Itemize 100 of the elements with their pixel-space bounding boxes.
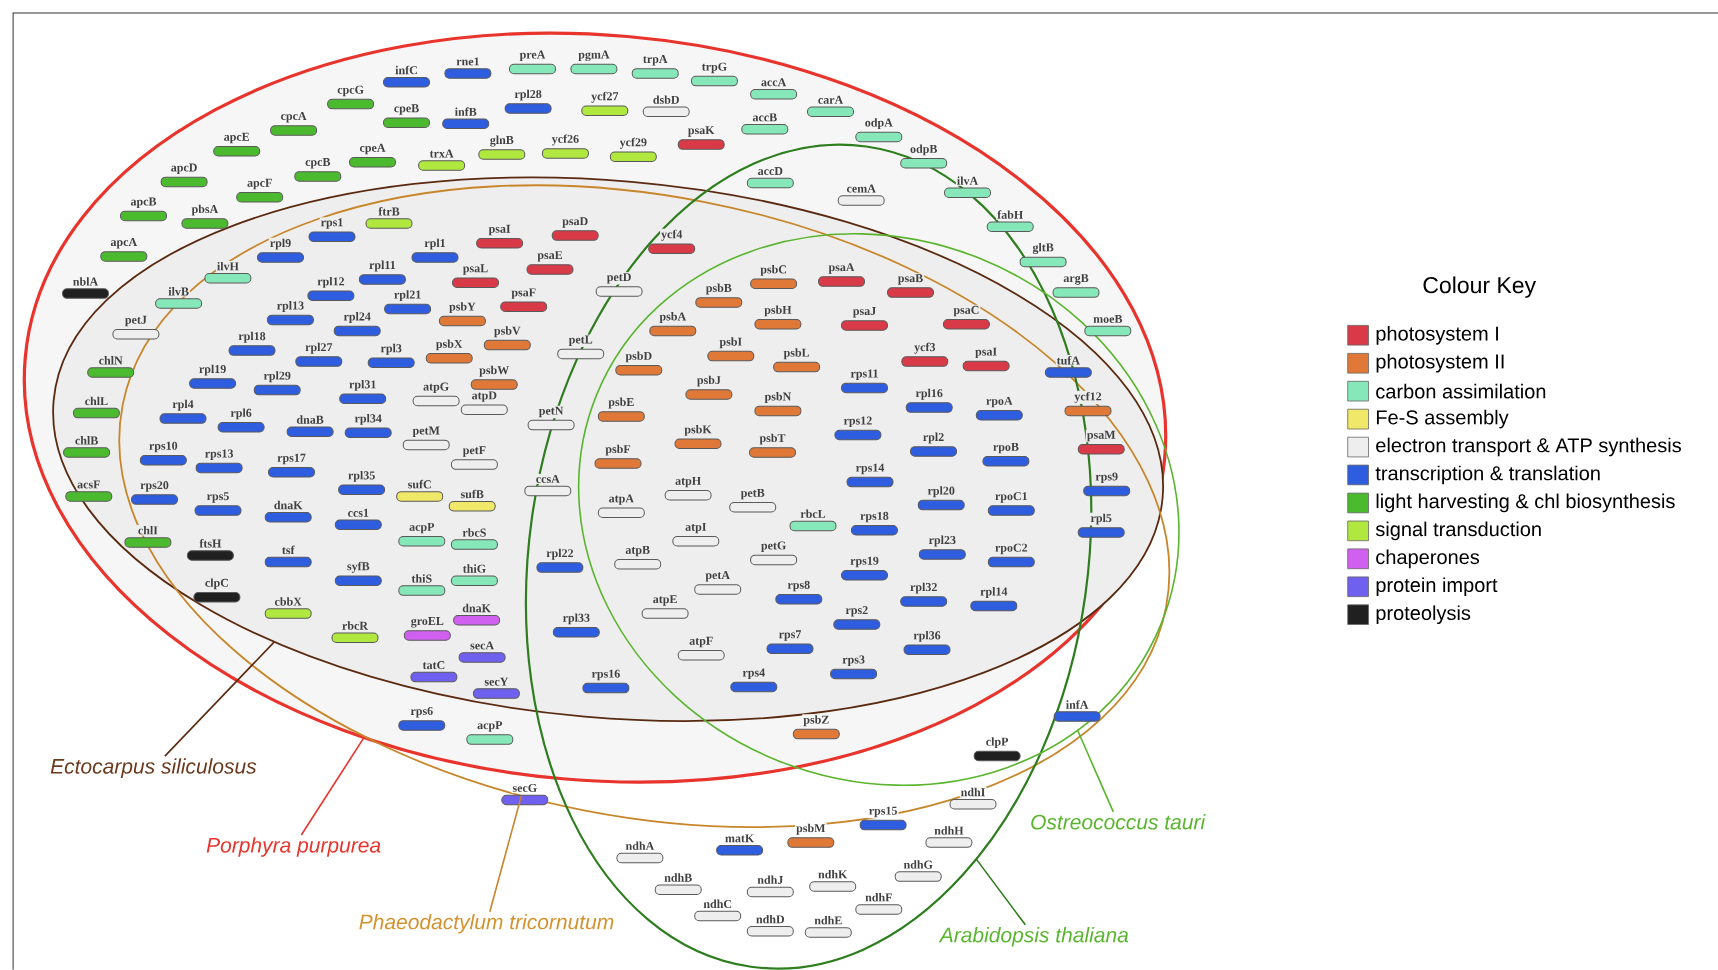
- gene-bar: dsbD: [642, 94, 690, 118]
- node-label: atpE: [653, 595, 677, 606]
- node-label: rbcR: [342, 621, 369, 630]
- gene-bar: psbB: [695, 282, 743, 308]
- node-label: chlB: [75, 436, 98, 445]
- gene-bar: psbK: [674, 424, 722, 450]
- node-label: acsF: [77, 480, 100, 489]
- legend-label: chaperones: [1376, 549, 1480, 569]
- gene-bar: accD: [746, 166, 794, 189]
- node-label: rpl16: [915, 388, 943, 400]
- gene-bar: ccs1: [334, 507, 382, 531]
- node-label: atpD: [472, 391, 497, 402]
- node-label: petN: [538, 406, 564, 418]
- node-label: ycf4: [661, 229, 683, 241]
- node-label: clpP: [986, 737, 1009, 749]
- node-label: psbE: [608, 397, 634, 409]
- gene-bar: psaJ: [841, 306, 888, 331]
- gene-bar: rpl20: [917, 485, 965, 511]
- node-label: ndhA: [625, 841, 655, 850]
- node-label: odpB: [910, 144, 938, 156]
- node-label: ycf12: [1074, 391, 1102, 403]
- gene-bar: rps2: [833, 605, 881, 630]
- node-label: rpl11: [369, 260, 396, 272]
- node-label: petD: [606, 273, 631, 284]
- gene-bar: trpA: [631, 54, 679, 79]
- node-label: apcD: [171, 163, 197, 174]
- legend-label: carbon assimilation: [1376, 383, 1546, 399]
- node-label: atpH: [675, 476, 701, 488]
- gene-bar: acsF: [65, 479, 113, 502]
- node-label: psaI: [488, 224, 511, 236]
- gene-bar: petG: [750, 540, 798, 566]
- gene-bar: clpP: [973, 736, 1021, 762]
- node-label: syfB: [347, 561, 370, 573]
- node-label: argB: [1063, 274, 1089, 285]
- leader-line: [164, 641, 276, 757]
- node-label: rps15: [869, 806, 897, 818]
- node-label: rpl28: [514, 89, 542, 101]
- node-label: rpl19: [199, 364, 226, 376]
- node-label: rps2: [845, 606, 868, 617]
- node-label: atpG: [423, 382, 449, 394]
- node-label: rne1: [456, 57, 479, 66]
- gene-bar: ycf29: [609, 136, 657, 162]
- node-label: rps5: [207, 492, 229, 503]
- gene-bar: infB: [442, 106, 490, 130]
- node-label: ycf27: [591, 91, 619, 103]
- node-label: rpoC1: [995, 492, 1028, 503]
- legend-label: photosystem I: [1376, 326, 1498, 345]
- gene-bar: rpl32: [900, 581, 948, 607]
- gene-bar: rpl11: [358, 259, 406, 285]
- gene-bar: psaA: [818, 262, 865, 287]
- gene-bar: ndhF: [855, 892, 903, 915]
- node-label: psbB: [705, 283, 732, 295]
- gene-bar: trpG: [690, 61, 738, 87]
- gene-bar: rpl31: [339, 379, 387, 405]
- gene-bar: rpl18: [228, 330, 276, 356]
- node-label: psbW: [479, 365, 510, 377]
- gene-bar: accA: [750, 77, 798, 100]
- gene-bar: preA: [509, 49, 556, 75]
- node-label: ycf3: [914, 342, 936, 354]
- gene-bar: rpl36: [903, 630, 951, 656]
- node-label: rps10: [149, 441, 178, 453]
- node-label: cpeA: [359, 143, 386, 155]
- gene-bar: ndhA: [616, 840, 664, 864]
- gene-bar: cpcG: [327, 84, 375, 110]
- node-label: rps7: [779, 630, 802, 641]
- gene-bar: rpl22: [536, 547, 584, 573]
- node-label: rpl23: [928, 535, 956, 547]
- node-label: ccs1: [348, 508, 369, 517]
- node-label: preA: [519, 50, 546, 62]
- gene-bar: psbN: [754, 391, 802, 417]
- node-label: psbN: [764, 392, 792, 403]
- gene-bar: secA: [458, 640, 506, 663]
- gene-bar: rpl9: [257, 237, 304, 263]
- gene-bar: chlB: [63, 435, 111, 458]
- gene-bar: rpl29: [253, 370, 301, 396]
- node-label: ndhB: [664, 873, 692, 882]
- leader-line: [1076, 729, 1115, 813]
- gene-bar: tatC: [410, 660, 458, 683]
- gene-bar: rps16: [582, 668, 630, 694]
- gene-bar: odpA: [855, 117, 903, 143]
- gene-bar: rps1: [308, 217, 356, 242]
- gene-bar: dnaB: [286, 414, 334, 437]
- gene-bar: petM: [402, 425, 450, 451]
- gene-bar: tsf: [264, 544, 312, 568]
- gene-bar: psbV: [483, 325, 531, 351]
- node-label: psbH: [764, 305, 792, 317]
- node-label: psaD: [562, 217, 588, 228]
- node-label: ndhD: [756, 914, 785, 924]
- gene-bar: psbC: [750, 264, 798, 290]
- node-label: rpl18: [238, 331, 266, 343]
- node-label: rpl31: [349, 379, 376, 391]
- node-label: ilvH: [217, 261, 239, 271]
- gene-bar: psbX: [425, 338, 473, 364]
- node-label: dnaB: [296, 415, 324, 424]
- gene-bar: rpoC2: [987, 542, 1035, 568]
- node-label: rpl34: [354, 413, 382, 425]
- node-label: glnB: [490, 135, 514, 147]
- gene-bar: psbH: [754, 304, 802, 330]
- gene-bar: rpoA: [975, 395, 1023, 421]
- gene-bar: rpl23: [918, 534, 966, 560]
